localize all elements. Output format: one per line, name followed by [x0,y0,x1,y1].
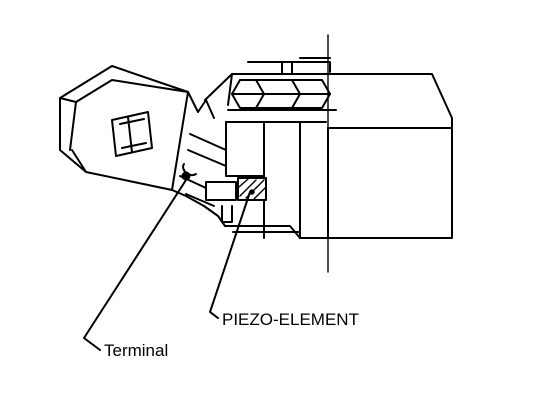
terminal-contact [181,171,191,181]
piezo-element-label: PIEZO-ELEMENT [222,310,359,329]
connector-housing [59,65,189,191]
terminal-leader-line [83,179,187,351]
sensor-body [204,73,453,239]
hex-nut-detail [227,57,337,111]
connector-neck [171,91,237,227]
piezo-element-ring [237,177,267,201]
piezo-leader-line [209,191,251,319]
terminal-label: Terminal [104,341,168,360]
connector-window [111,111,153,157]
